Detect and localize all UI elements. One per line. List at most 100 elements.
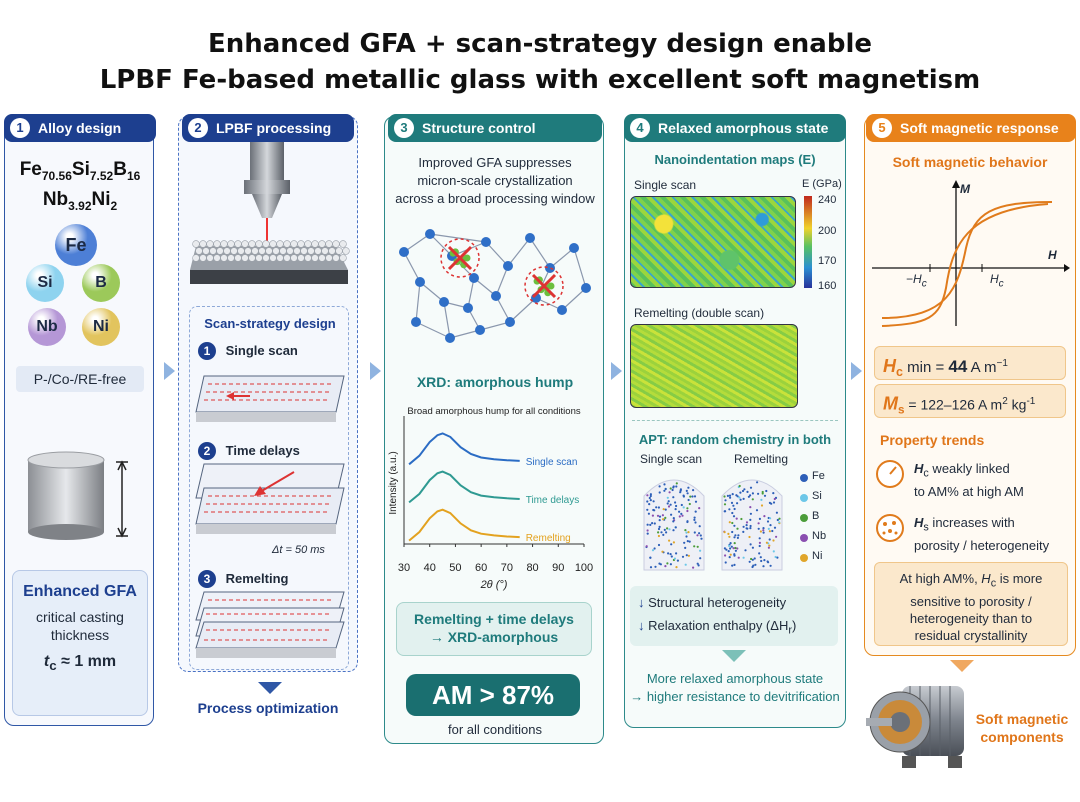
apt-atom: [734, 549, 737, 552]
gfa-title: Enhanced GFA: [23, 583, 137, 600]
scan-strategy-title: Scan-strategy design: [204, 316, 336, 331]
powder-particle: [314, 247, 322, 255]
apt-atom: [653, 522, 656, 525]
apt-atom: [652, 508, 655, 512]
network-bond: [507, 237, 531, 267]
apt-atom: [748, 560, 751, 563]
ms-text: = 122–126 A m: [904, 396, 1003, 413]
network-bond: [529, 237, 551, 269]
apt-atom: [700, 537, 703, 540]
apt-atom: [745, 524, 748, 527]
conclusion-line-2: → higher resistance to devitrification: [630, 689, 840, 704]
intro-line-1: Improved GFA suppresses: [418, 155, 572, 170]
ms-sup-1: 2: [1002, 396, 1008, 407]
powder-particle: [279, 247, 287, 255]
trend-2-text: increases with: [928, 515, 1015, 530]
network-bond: [485, 241, 509, 267]
note-sub: c: [990, 577, 997, 590]
powder-particle: [300, 247, 308, 255]
flow-arrow-icon: [370, 362, 381, 380]
network-bond: [449, 329, 481, 339]
apt-atom: [666, 496, 669, 499]
apt-atom: [678, 510, 681, 513]
trend-enthalpy-sub: r: [788, 624, 792, 637]
flow-arrow-icon: [611, 362, 622, 380]
apt-atom: [778, 517, 781, 520]
pos-hc-sub: c: [998, 278, 1004, 290]
trend-box: ↓ Structural heterogeneity ↓ Relaxation …: [630, 586, 838, 646]
apt-atom: [646, 529, 649, 532]
apt-atom: [769, 564, 772, 567]
apt-atom: [675, 566, 678, 569]
gfa-symbol: t: [43, 653, 50, 670]
apt-atom: [662, 533, 665, 536]
network-atom: [505, 317, 515, 327]
apt-atom: [749, 527, 752, 530]
network-bond: [467, 277, 475, 309]
apt-atom: [763, 559, 766, 562]
apt-atom: [672, 541, 675, 544]
apt-atom: [646, 532, 649, 535]
network-atom: [439, 297, 449, 307]
apt-atom: [746, 490, 749, 493]
note-line-2: sensitive to porosity /: [910, 593, 1032, 609]
formula-fe-sub: 70.56: [41, 168, 72, 183]
trend-enthalpy-end: ): [791, 618, 797, 633]
apt-atom: [733, 536, 736, 539]
apt-tip-outline: [643, 479, 705, 571]
step-1-label: Single scan: [225, 343, 298, 358]
powder-particle: [297, 240, 305, 248]
apt-atom: [699, 549, 702, 552]
apt-atom: [658, 485, 661, 488]
crystal-cluster-outline: [440, 238, 480, 278]
powder-bed-icon: [192, 240, 350, 262]
apt-atom: [658, 562, 661, 565]
powder-particle: [297, 254, 305, 262]
element-fe-sphere: Fe: [55, 224, 97, 266]
apt-atom: [760, 498, 763, 501]
apt-atom: [738, 484, 741, 488]
apt-atom: [660, 531, 663, 534]
title-line-2: LPBF Fe-based metallic glass with excell…: [99, 65, 981, 95]
colorbar: [804, 196, 812, 288]
apt-atom: [754, 563, 757, 566]
apt-atom: [732, 515, 736, 518]
apt-atom: [662, 518, 665, 521]
apt-atom: [670, 543, 673, 546]
nanoindentation-map-remelting: [630, 324, 798, 408]
apt-atom: [667, 500, 670, 503]
note-line-4: residual crystallinity: [914, 627, 1028, 643]
apt-atom: [767, 546, 770, 549]
trend-2: Hs increases with porosity / heterogenei…: [914, 514, 1049, 554]
flow-arrow-icon: [164, 362, 175, 380]
apt-atom: [672, 529, 675, 532]
apt-atom: [665, 531, 668, 534]
apt-atom: [664, 516, 667, 519]
formula-ni-sub: 2: [110, 198, 118, 213]
step-number-1: 1: [10, 118, 30, 138]
apt-atom: [693, 545, 696, 548]
step-number-4: 4: [630, 118, 650, 138]
powder-particle: [307, 247, 315, 255]
apt-atom: [730, 545, 733, 548]
network-atom: [399, 247, 409, 257]
network-bond: [443, 301, 451, 339]
network-atom: [557, 305, 567, 315]
apt-atom: [673, 557, 676, 560]
note-text-a: At high AM%,: [899, 571, 982, 586]
apt-atom: [675, 485, 678, 488]
apt-atom: [762, 527, 765, 530]
apt-atom: [767, 527, 770, 530]
down-arrow-icon: ↓: [638, 618, 645, 633]
powder-particle: [213, 254, 221, 262]
trend-2-symbol: H: [914, 515, 924, 530]
apt-atom: [743, 488, 746, 491]
network-atom: [481, 237, 491, 247]
network-bond: [509, 297, 537, 323]
x-axis-label: 2θ (°): [480, 579, 508, 591]
apt-atom: [772, 501, 776, 504]
network-atom: [425, 229, 435, 239]
result-line-2: → XRD-amorphous: [429, 629, 559, 645]
gfa-box: Enhanced GFA critical casting thickness …: [12, 570, 148, 716]
apt-atom: [723, 495, 726, 498]
